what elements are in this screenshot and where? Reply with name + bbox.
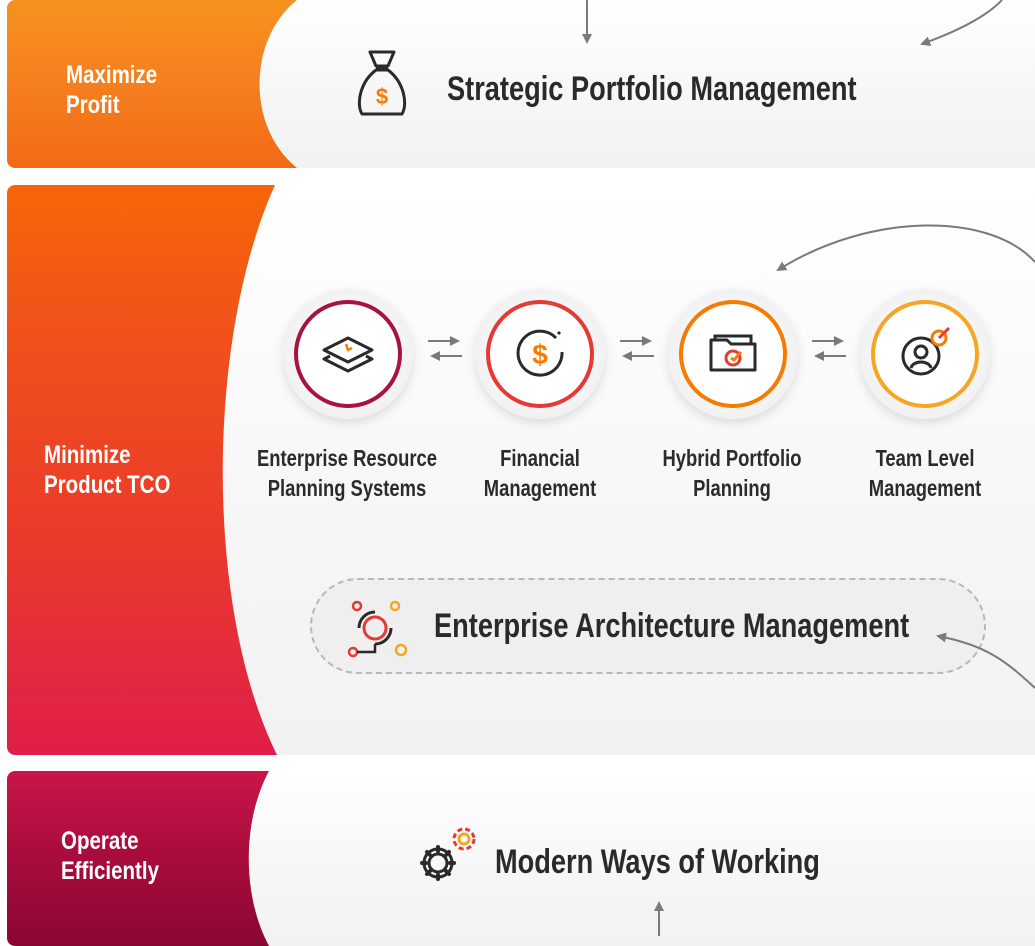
minimize-tco-label: Minimize Product TCO	[44, 441, 171, 499]
hybrid-portfolio-caption: Hybrid Portfolio Planning	[662, 445, 802, 501]
erp-caption: Enterprise Resource Planning Systems	[257, 445, 437, 501]
svg-text:$: $	[532, 339, 548, 370]
maximize-profit-label: Maximize Profit	[66, 61, 158, 119]
dollar-circle-icon: $	[516, 329, 564, 377]
team-level-node	[860, 289, 990, 419]
architecture-network-icon	[345, 598, 411, 660]
modern-ways-title: Modern Ways of Working	[495, 843, 820, 881]
user-target-icon	[901, 326, 951, 376]
money-bag-icon: $	[354, 46, 410, 122]
svg-text:$: $	[376, 84, 388, 109]
financial-node: $	[475, 289, 605, 419]
financial-caption: Financial Management	[483, 445, 597, 501]
erp-node	[283, 289, 413, 419]
gears-icon	[414, 823, 484, 885]
layers-icon	[322, 336, 374, 373]
operate-efficiently-band	[7, 771, 1035, 946]
enterprise-architecture-title: Enterprise Architecture Management	[434, 607, 910, 645]
enterprise-architecture-pill	[310, 578, 986, 674]
strategic-portfolio-title: Strategic Portfolio Management	[447, 70, 857, 108]
team-level-caption: Team Level Management	[868, 445, 982, 501]
hybrid-portfolio-node	[668, 289, 798, 419]
folder-check-icon	[709, 334, 757, 372]
operate-efficiently-label: Operate Efficiently	[61, 827, 159, 885]
maximize-profit-band	[7, 0, 1035, 168]
